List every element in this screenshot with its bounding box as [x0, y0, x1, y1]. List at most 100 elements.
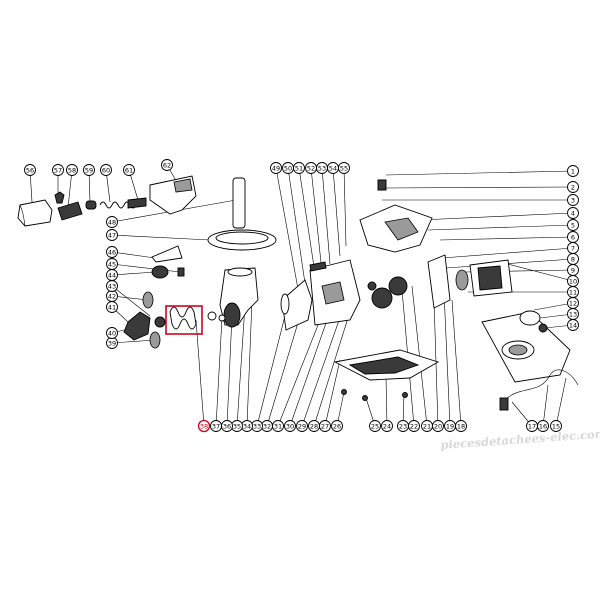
callout-number-49: 49: [272, 164, 280, 172]
leader-line-6: [439, 236, 574, 241]
leader-line-39: [111, 339, 156, 344]
callout-number-10: 10: [569, 277, 577, 285]
callout-labels: 1234567891011121314151617181920212223242…: [24, 159, 579, 433]
callout-47: 47: [106, 229, 118, 241]
callout-circle-28: [308, 420, 320, 432]
callout-circle-24: [381, 420, 393, 432]
callout-number-30: 30: [286, 422, 294, 430]
callout-23: 23: [397, 420, 409, 432]
callout-circle-47: [106, 229, 118, 241]
callout-circle-61: [123, 164, 135, 176]
callout-3: 3: [567, 194, 579, 206]
callout-number-26: 26: [333, 422, 341, 430]
callout-15: 15: [550, 420, 562, 432]
leader-line-18: [451, 299, 462, 427]
callout-number-62: 62: [163, 161, 171, 169]
callout-circle-26: [331, 420, 343, 432]
feed-tray-inner: [215, 231, 269, 245]
callout-number-28: 28: [310, 422, 318, 430]
leader-line-4: [419, 212, 574, 221]
blade: [123, 311, 151, 341]
callout-circle-1: [567, 165, 579, 177]
leader-line-53: [321, 167, 331, 265]
leader-line-31: [277, 319, 321, 427]
callout-circle-25: [369, 420, 381, 432]
front-cover-plate: [281, 279, 313, 331]
callout-25: 25: [369, 420, 381, 432]
callout-number-58: 58: [68, 166, 76, 174]
callout-19: 19: [444, 420, 456, 432]
callout-circle-19: [444, 420, 456, 432]
motor-winding: [477, 265, 503, 291]
callout-number-5: 5: [571, 221, 575, 229]
callout-9: 9: [567, 264, 579, 276]
spring: [85, 200, 97, 210]
callout-18: 18: [455, 420, 467, 432]
callout-32: 32: [261, 420, 273, 432]
callout-circle-30: [284, 420, 296, 432]
motor-frame: [427, 254, 451, 309]
callout-49: 49: [270, 162, 282, 174]
callout-11: 11: [567, 286, 579, 298]
callout-37: 37: [210, 420, 222, 432]
callout-circle-45: [106, 258, 118, 270]
callout-57: 57: [52, 164, 64, 176]
foot-2: [362, 395, 368, 401]
callout-52: 52: [305, 162, 317, 174]
base-tray-inner: [348, 356, 420, 375]
callout-5: 5: [567, 219, 579, 231]
bracket-small: [177, 267, 185, 277]
callout-circle-5: [567, 219, 579, 231]
callout-55: 55: [338, 162, 350, 174]
callout-13: 13: [567, 308, 579, 320]
callout-31: 31: [272, 420, 284, 432]
callout-circle-55: [338, 162, 350, 174]
power-plug: [499, 397, 509, 411]
callout-58: 58: [66, 164, 78, 176]
callout-number-60: 60: [102, 166, 110, 174]
callout-number-61: 61: [125, 166, 133, 174]
screw-small: [54, 191, 65, 204]
callout-6: 6: [567, 231, 579, 243]
leader-line-54: [332, 167, 341, 257]
pusher-bin-inner: [173, 178, 193, 193]
leader-line-29: [301, 305, 345, 427]
callout-46: 46: [106, 246, 118, 258]
leader-line-33: [256, 303, 289, 427]
leader-line-15: [555, 377, 567, 427]
leader-line-8: [445, 258, 574, 269]
leader-line-47: [111, 234, 211, 241]
callout-62: 62: [161, 159, 173, 171]
callout-8: 8: [567, 253, 579, 265]
callout-number-31: 31: [274, 422, 282, 430]
callout-10: 10: [567, 275, 579, 287]
callout-circle-51: [293, 162, 305, 174]
callout-number-40: 40: [108, 329, 116, 337]
rear-housing-window-inner: [508, 344, 528, 356]
callout-circle-29: [296, 420, 308, 432]
callout-number-46: 46: [108, 248, 116, 256]
callout-21: 21: [421, 420, 433, 432]
leader-line-16: [542, 384, 549, 427]
callout-number-50: 50: [284, 164, 292, 172]
callout-number-27: 27: [321, 422, 329, 430]
leader-line-46: [111, 251, 156, 259]
callout-number-34: 34: [243, 422, 251, 430]
callout-number-29: 29: [298, 422, 306, 430]
callout-50: 50: [282, 162, 294, 174]
callout-4: 4: [567, 207, 579, 219]
callout-number-43: 43: [108, 282, 116, 290]
leader-line-52: [310, 167, 323, 273]
washer-a: [207, 311, 217, 321]
callout-27: 27: [319, 420, 331, 432]
motor-shaft-cap: [455, 269, 469, 291]
callout-41: 41: [106, 301, 118, 313]
leader-line-27: [324, 359, 341, 427]
components: [17, 175, 579, 411]
leader-line-51: [298, 167, 317, 281]
callout-51: 51: [293, 162, 305, 174]
callout-26: 26: [331, 420, 343, 432]
callout-number-16: 16: [539, 422, 547, 430]
callout-2: 2: [567, 181, 579, 193]
leader-line-49: [275, 167, 301, 301]
